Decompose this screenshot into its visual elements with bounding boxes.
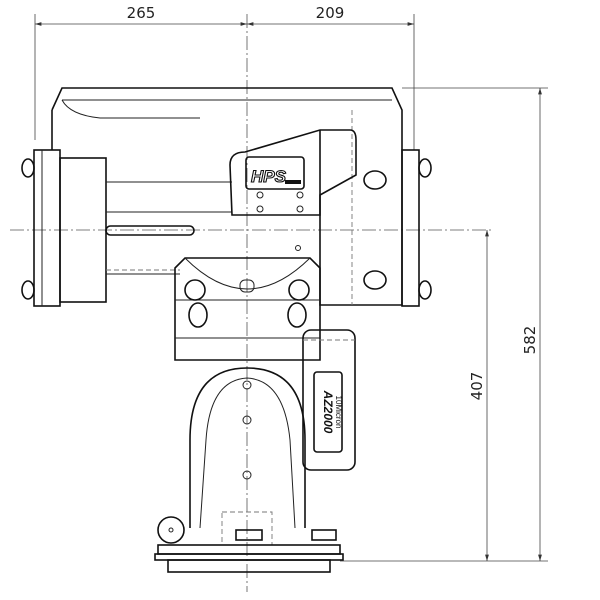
clamp-knob-icon [21, 158, 35, 178]
knob-icon [287, 302, 307, 328]
right-dimension: 582 407 [340, 87, 548, 562]
base-plate [167, 559, 331, 573]
control-box: AZ2000 10Micron [302, 329, 356, 471]
clamp-knob-icon [21, 280, 35, 300]
saddle-frame [21, 87, 432, 307]
pier [154, 367, 344, 573]
clamp-knob-icon [418, 280, 432, 300]
mount-head [174, 257, 321, 361]
azimuth-knob-icon [157, 516, 185, 544]
knob-icon [288, 279, 310, 301]
knob-icon [188, 302, 208, 328]
hps-logo-plate [245, 156, 305, 190]
top-dimension: 265 209 [34, 4, 415, 150]
left-clamp-plate [33, 149, 61, 307]
brand-logo: 10Micron [334, 396, 343, 429]
dimension-total-height: 582 [521, 326, 539, 355]
model-logo: AZ2000 [321, 390, 335, 434]
clamp-knob-icon [418, 158, 432, 178]
lock-knob-icon [363, 270, 387, 290]
slot [105, 225, 195, 236]
dimension-right-width: 209 [316, 4, 345, 22]
center-lines [10, 14, 492, 592]
lock-knob-icon [363, 170, 387, 190]
model-label-plate [313, 371, 343, 453]
hps-logo: HPS [251, 167, 287, 186]
right-clamp-plate [401, 149, 420, 307]
knob-icon [184, 279, 206, 301]
leveling-knob-icon [235, 529, 263, 541]
dimension-axis-height: 407 [468, 372, 486, 401]
hps-housing: HPS [229, 129, 357, 251]
dimension-left-width: 265 [127, 4, 156, 22]
leveling-knob-icon [311, 529, 337, 541]
